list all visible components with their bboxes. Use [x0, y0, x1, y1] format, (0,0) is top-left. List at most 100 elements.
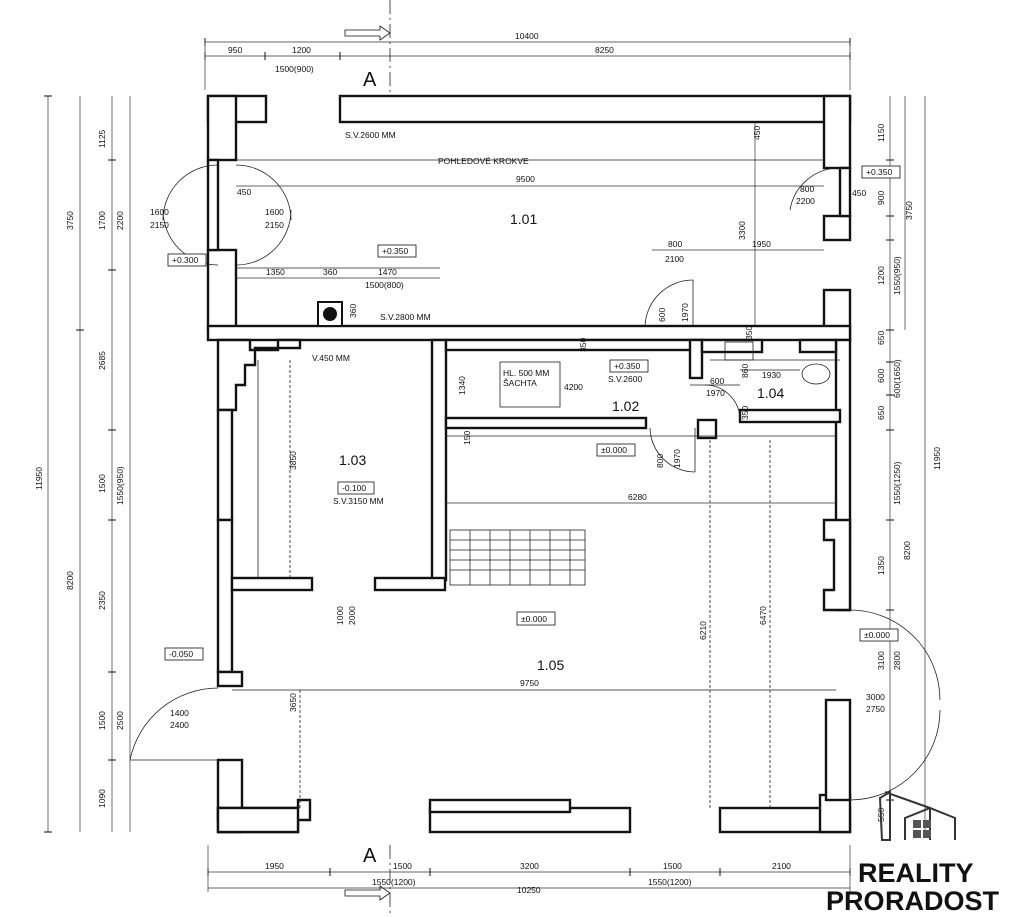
room-1-04-600: 600: [710, 376, 724, 386]
logo-pro: PRO: [826, 886, 885, 916]
door-left-2150a: 2150: [150, 220, 169, 230]
dim-left-11950: 11950: [34, 467, 44, 490]
dim-right-1200: 1200: [876, 266, 886, 285]
house-roof-icon: [904, 806, 956, 840]
section-mark-bottom: A: [363, 845, 377, 867]
dim-top-950: 950: [228, 45, 242, 55]
room-1-01-450: 450: [237, 187, 251, 197]
dim-left-8200: 8200: [65, 571, 75, 590]
dim-left-1500: 1500: [97, 474, 107, 493]
hall-6210: 6210: [698, 621, 708, 640]
dim-bottom-2100: 2100: [772, 861, 791, 871]
door-1970b: 1970: [672, 449, 682, 468]
room-1-01-width: 9500: [516, 174, 535, 184]
dim-bottom-10250: 10250: [517, 885, 541, 895]
dim-left-2500: 2500: [115, 711, 125, 730]
dim-left-1090: 1090: [97, 789, 107, 808]
room-1-02-height: S.V.2600: [608, 374, 642, 384]
logo-radost: RADOST: [885, 886, 1000, 916]
room-1-01-2100: 2100: [665, 254, 684, 264]
room-1-04-350: 350: [740, 406, 750, 420]
room-1-01-800: 800: [668, 239, 682, 249]
room-1-04-1930: 1930: [762, 370, 781, 380]
entry-2400: 2400: [170, 720, 189, 730]
room-1-01: S.V.2600 MM POHLEDOVÉ KROKVE 9500 450 1.…: [150, 122, 901, 340]
right-dimensions: 1150 450 900 3750 1200 1550(950) 650 600…: [852, 96, 942, 832]
dim-1500-800: 1500(800): [365, 280, 404, 290]
dim-right-600-1650: 600(1650): [892, 359, 902, 398]
door-1970: 1970: [680, 303, 690, 322]
dim-left-2685: 2685: [97, 351, 107, 370]
hall-level: ±0.000: [601, 445, 627, 455]
room-1-02-note2: ŠACHTA: [503, 378, 537, 388]
logo: REALITY PRO RADOST: [826, 790, 1000, 916]
hall-9750: 9750: [520, 678, 539, 688]
dim-left-1500b: 1500: [97, 711, 107, 730]
room-1-02-level: +0.350: [614, 361, 641, 371]
level-right-top: +0.350: [866, 167, 893, 177]
dim-right-450: 450: [852, 188, 866, 198]
dim-bottom-1550-1200a: 1550(1200): [372, 877, 416, 887]
dim-right-650: 650: [876, 331, 886, 345]
dim-top-total: 10400: [515, 31, 539, 41]
room-1-01-level: +0.350: [382, 246, 409, 256]
room-1-05-level: ±0.000: [521, 614, 547, 624]
door-2000: 2000: [347, 606, 357, 625]
dim-right-3750: 3750: [904, 201, 914, 220]
room-1-02-4200: 4200: [564, 382, 583, 392]
hall-6470: 6470: [758, 606, 768, 625]
dim-bottom-1950: 1950: [265, 861, 284, 871]
chimney-dim: 360: [348, 304, 358, 318]
bottom-dimensions: 1950 1500 3200 1500 2100 1550(1200) 1025…: [207, 845, 851, 895]
room-1-02-id: 1.02: [612, 398, 639, 414]
walls: [206, 94, 852, 834]
room-1-04-id: 1.04: [757, 385, 784, 401]
dim-right-1550-1250: 1550(1250): [892, 461, 902, 505]
section-line-a: A A: [344, 0, 391, 917]
dim-1350: 1350: [266, 267, 285, 277]
dim-right-3100: 3100: [876, 651, 886, 670]
chimney: 360: [317, 301, 358, 327]
door-800: 800: [655, 454, 665, 468]
dim-top-1200: 1200: [292, 45, 311, 55]
room-1-03: V.450 MM 3850 1.03 -0.100 S.V.3150 MM 10…: [288, 353, 384, 625]
note-sv2800: S.V.2800 MM: [380, 312, 431, 322]
room-1-01-450b: 450: [752, 126, 762, 140]
door-right-800: 800: [800, 184, 814, 194]
dim-left-1700: 1700: [97, 211, 107, 230]
dim-left-2350: 2350: [97, 591, 107, 610]
room-1-01-height: S.V.2600 MM: [345, 130, 396, 140]
room-1-03-id: 1.03: [339, 452, 366, 468]
room-1-02-1340: 1340: [457, 376, 467, 395]
dim-top-1500-900: 1500(900): [275, 64, 314, 74]
dim-right-1350: 1350: [876, 556, 886, 575]
door-1000: 1000: [335, 606, 345, 625]
door-600: 600: [657, 308, 667, 322]
dim-bottom-3200: 3200: [520, 861, 539, 871]
room-1-05-id: 1.05: [537, 657, 564, 673]
doors: [129, 164, 941, 801]
dim-top-8250: 8250: [595, 45, 614, 55]
dim-right-650b: 650: [876, 406, 886, 420]
top-dimensions: 10400 950 1200 8250 1500(900): [204, 31, 851, 90]
room-1-05: ±0.000 800 1970 6280 6210 6470 ±0.000 1.…: [164, 443, 899, 730]
interior-lines: [232, 159, 840, 810]
dim-right-900: 900: [876, 191, 886, 205]
dim-left-3750: 3750: [65, 211, 75, 230]
room-1-01-3300: 3300: [737, 221, 747, 240]
room-1-03-height: S.V.3150 MM: [333, 496, 384, 506]
dim-left-1125: 1125: [97, 129, 107, 148]
dim-bottom-1500: 1500: [393, 861, 412, 871]
door-350: 350: [744, 326, 754, 340]
room-1-03-note: V.450 MM: [312, 353, 350, 363]
room-1-04: 600 1970 1930 860 350 1.04: [706, 364, 784, 420]
room-1-01-note: POHLEDOVÉ KROKVE: [438, 156, 529, 166]
room-1-01-1950: 1950: [752, 239, 771, 249]
room-1-04-860: 860: [740, 364, 750, 378]
dim-right-8200: 8200: [902, 541, 912, 560]
dim-bottom-1500b: 1500: [663, 861, 682, 871]
room-1-01-id: 1.01: [510, 211, 537, 227]
section-mark-top: A: [363, 69, 377, 91]
door-left-1600a: 1600: [150, 207, 169, 217]
level-left-mid: -0.050: [169, 649, 193, 659]
